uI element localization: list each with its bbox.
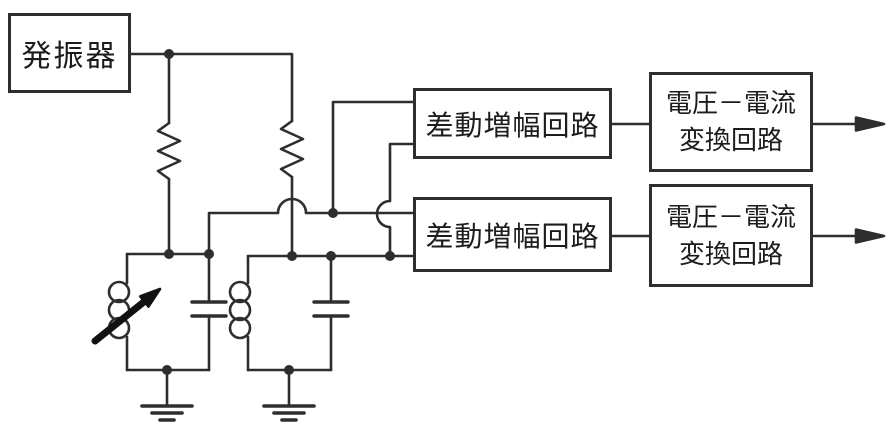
vi-converter-top-label-line2: 変換回路 [678,126,783,155]
diff-amp-bottom-block: 差動増幅回路 [413,197,612,272]
oscillator-label: 発振器 [21,40,118,73]
oscillator-block: 発振器 [8,13,131,93]
vi-converter-bottom-block: 電圧－電流 変換回路 [649,184,813,287]
diff-amp-top-block: 差動増幅回路 [413,88,612,159]
output-arrow-top-icon [813,116,886,132]
vi-converter-bottom-label-line1: 電圧－電流 [665,202,796,232]
capacitor1-icon [192,302,226,316]
output-arrow-bottom-icon [813,228,886,244]
wire-node-a-to-diff-amp-top [333,102,413,213]
ground2-icon [264,370,314,420]
inductor2-icon [230,282,250,338]
wire-oscillator-bus [131,54,292,121]
variable-adjust-arrow-icon [95,287,162,341]
resistor2-icon [281,121,303,177]
vi-converter-top-block: 電圧－電流 変換回路 [649,72,813,172]
junction-dots [162,49,395,375]
diff-amp-top-label: 差動増幅回路 [425,110,600,142]
diff-amp-bottom-label: 差動増幅回路 [425,221,600,253]
vi-converter-top-label-line1: 電圧－電流 [665,89,796,118]
wire-node-a [209,199,413,254]
capacitor2-icon [314,302,348,316]
ground1-icon [142,370,192,420]
resistor1-icon [158,123,180,179]
wire-node-b-to-diff-amp-top [377,144,413,256]
vi-converter-bottom-label-line2: 変換回路 [678,239,783,269]
